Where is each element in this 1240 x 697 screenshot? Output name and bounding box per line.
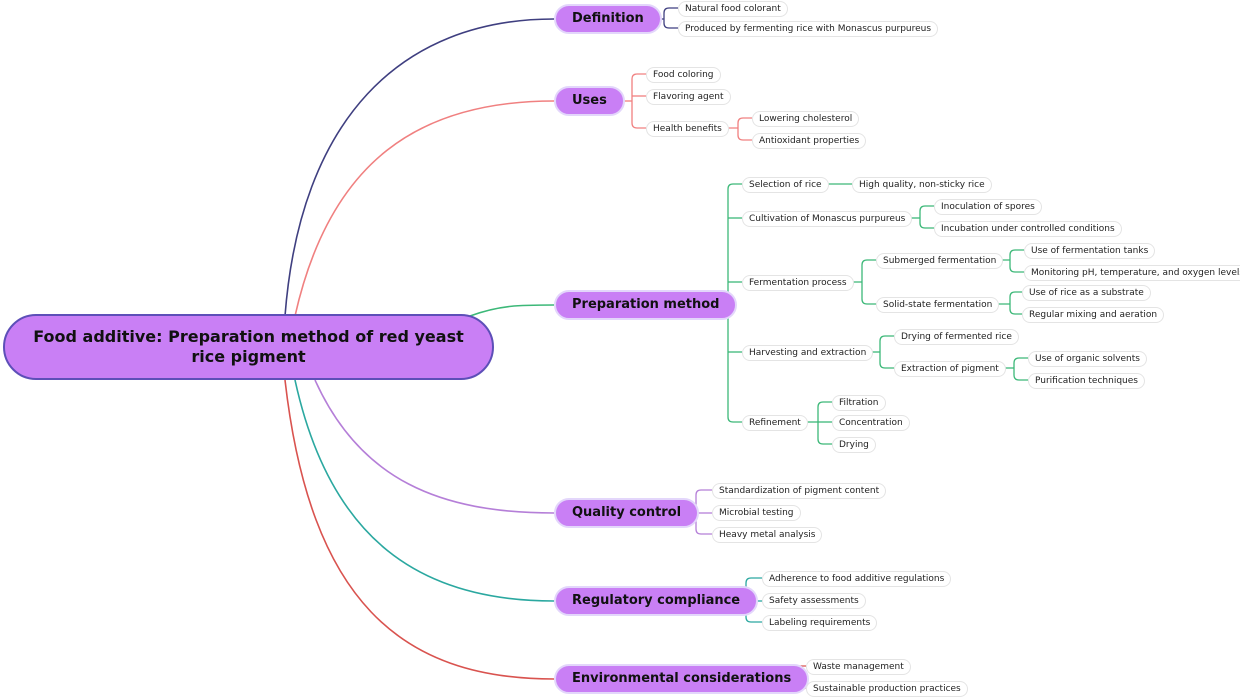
subtopic-extraction-of-pigment[interactable]: Extraction of pigment <box>894 361 1006 377</box>
subtopic-harvesting-and-extraction[interactable]: Harvesting and extraction <box>742 345 874 361</box>
subtopic-adherence-regulations[interactable]: Adherence to food additive regulations <box>762 571 952 587</box>
subtopic-rice-as-substrate[interactable]: Use of rice as a substrate <box>1022 285 1151 301</box>
root-topic[interactable]: Food additive: Preparation method of red… <box>3 314 494 380</box>
link-root-environmental <box>284 379 555 680</box>
subtopic-high-quality-rice[interactable]: High quality, non-sticky rice <box>852 177 992 193</box>
link-root-preparation <box>469 304 555 317</box>
subtopic-organic-solvents[interactable]: Use of organic solvents <box>1028 351 1147 367</box>
subtopic-heavy-metal-analysis[interactable]: Heavy metal analysis <box>712 527 823 543</box>
subtopic-drying[interactable]: Drying <box>832 437 876 453</box>
subtopic-labeling-requirements[interactable]: Labeling requirements <box>762 615 878 631</box>
link-root-quality <box>314 379 555 514</box>
subtopic-fermentation-tanks[interactable]: Use of fermentation tanks <box>1024 243 1156 259</box>
subtopic-submerged-fermentation[interactable]: Submerged fermentation <box>876 253 1004 269</box>
subtopic-filtration[interactable]: Filtration <box>832 395 886 411</box>
subtopic-health-benefits[interactable]: Health benefits <box>646 121 729 137</box>
subtopic-purification-techniques[interactable]: Purification techniques <box>1028 373 1145 389</box>
subtopic-produced-by-fermenting[interactable]: Produced by fermenting rice with Monascu… <box>678 21 939 37</box>
subtopic-selection-of-rice[interactable]: Selection of rice <box>742 177 829 193</box>
subtopic-drying-of-fermented-rice[interactable]: Drying of fermented rice <box>894 329 1019 345</box>
subtopic-concentration[interactable]: Concentration <box>832 415 910 431</box>
subtopic-fermentation-process[interactable]: Fermentation process <box>742 275 854 291</box>
subtopic-waste-management[interactable]: Waste management <box>806 659 911 675</box>
subtopic-sustainable-practices[interactable]: Sustainable production practices <box>806 681 968 697</box>
link-root-uses <box>294 100 555 317</box>
link-root-regulatory <box>294 379 555 602</box>
topic-uses[interactable]: Uses <box>554 86 625 116</box>
subtopic-natural-food-colorant[interactable]: Natural food colorant <box>678 1 788 17</box>
link-root-definition <box>284 18 555 317</box>
topic-regulatory-compliance[interactable]: Regulatory compliance <box>554 586 759 616</box>
subtopic-monitoring-ph[interactable]: Monitoring pH, temperature, and oxygen l… <box>1024 265 1240 281</box>
topic-definition[interactable]: Definition <box>554 4 662 34</box>
topic-environmental-considerations[interactable]: Environmental considerations <box>554 664 810 694</box>
subtopic-flavoring-agent[interactable]: Flavoring agent <box>646 89 731 105</box>
topic-quality-control[interactable]: Quality control <box>554 498 700 528</box>
subtopic-food-coloring[interactable]: Food coloring <box>646 67 721 83</box>
subtopic-antioxidant-properties[interactable]: Antioxidant properties <box>752 133 867 149</box>
subtopic-standardization[interactable]: Standardization of pigment content <box>712 483 887 499</box>
subtopic-cultivation[interactable]: Cultivation of Monascus purpureus <box>742 211 913 227</box>
subtopic-solid-state-fermentation[interactable]: Solid-state fermentation <box>876 297 1000 313</box>
topic-preparation-method[interactable]: Preparation method <box>554 290 738 320</box>
subtopic-inoculation-of-spores[interactable]: Inoculation of spores <box>934 199 1042 215</box>
subtopic-mixing-and-aeration[interactable]: Regular mixing and aeration <box>1022 307 1165 323</box>
subtopic-safety-assessments[interactable]: Safety assessments <box>762 593 866 609</box>
subtopic-lowering-cholesterol[interactable]: Lowering cholesterol <box>752 111 860 127</box>
subtopic-refinement[interactable]: Refinement <box>742 415 808 431</box>
subtopic-microbial-testing[interactable]: Microbial testing <box>712 505 801 521</box>
subtopic-incubation[interactable]: Incubation under controlled conditions <box>934 221 1122 237</box>
